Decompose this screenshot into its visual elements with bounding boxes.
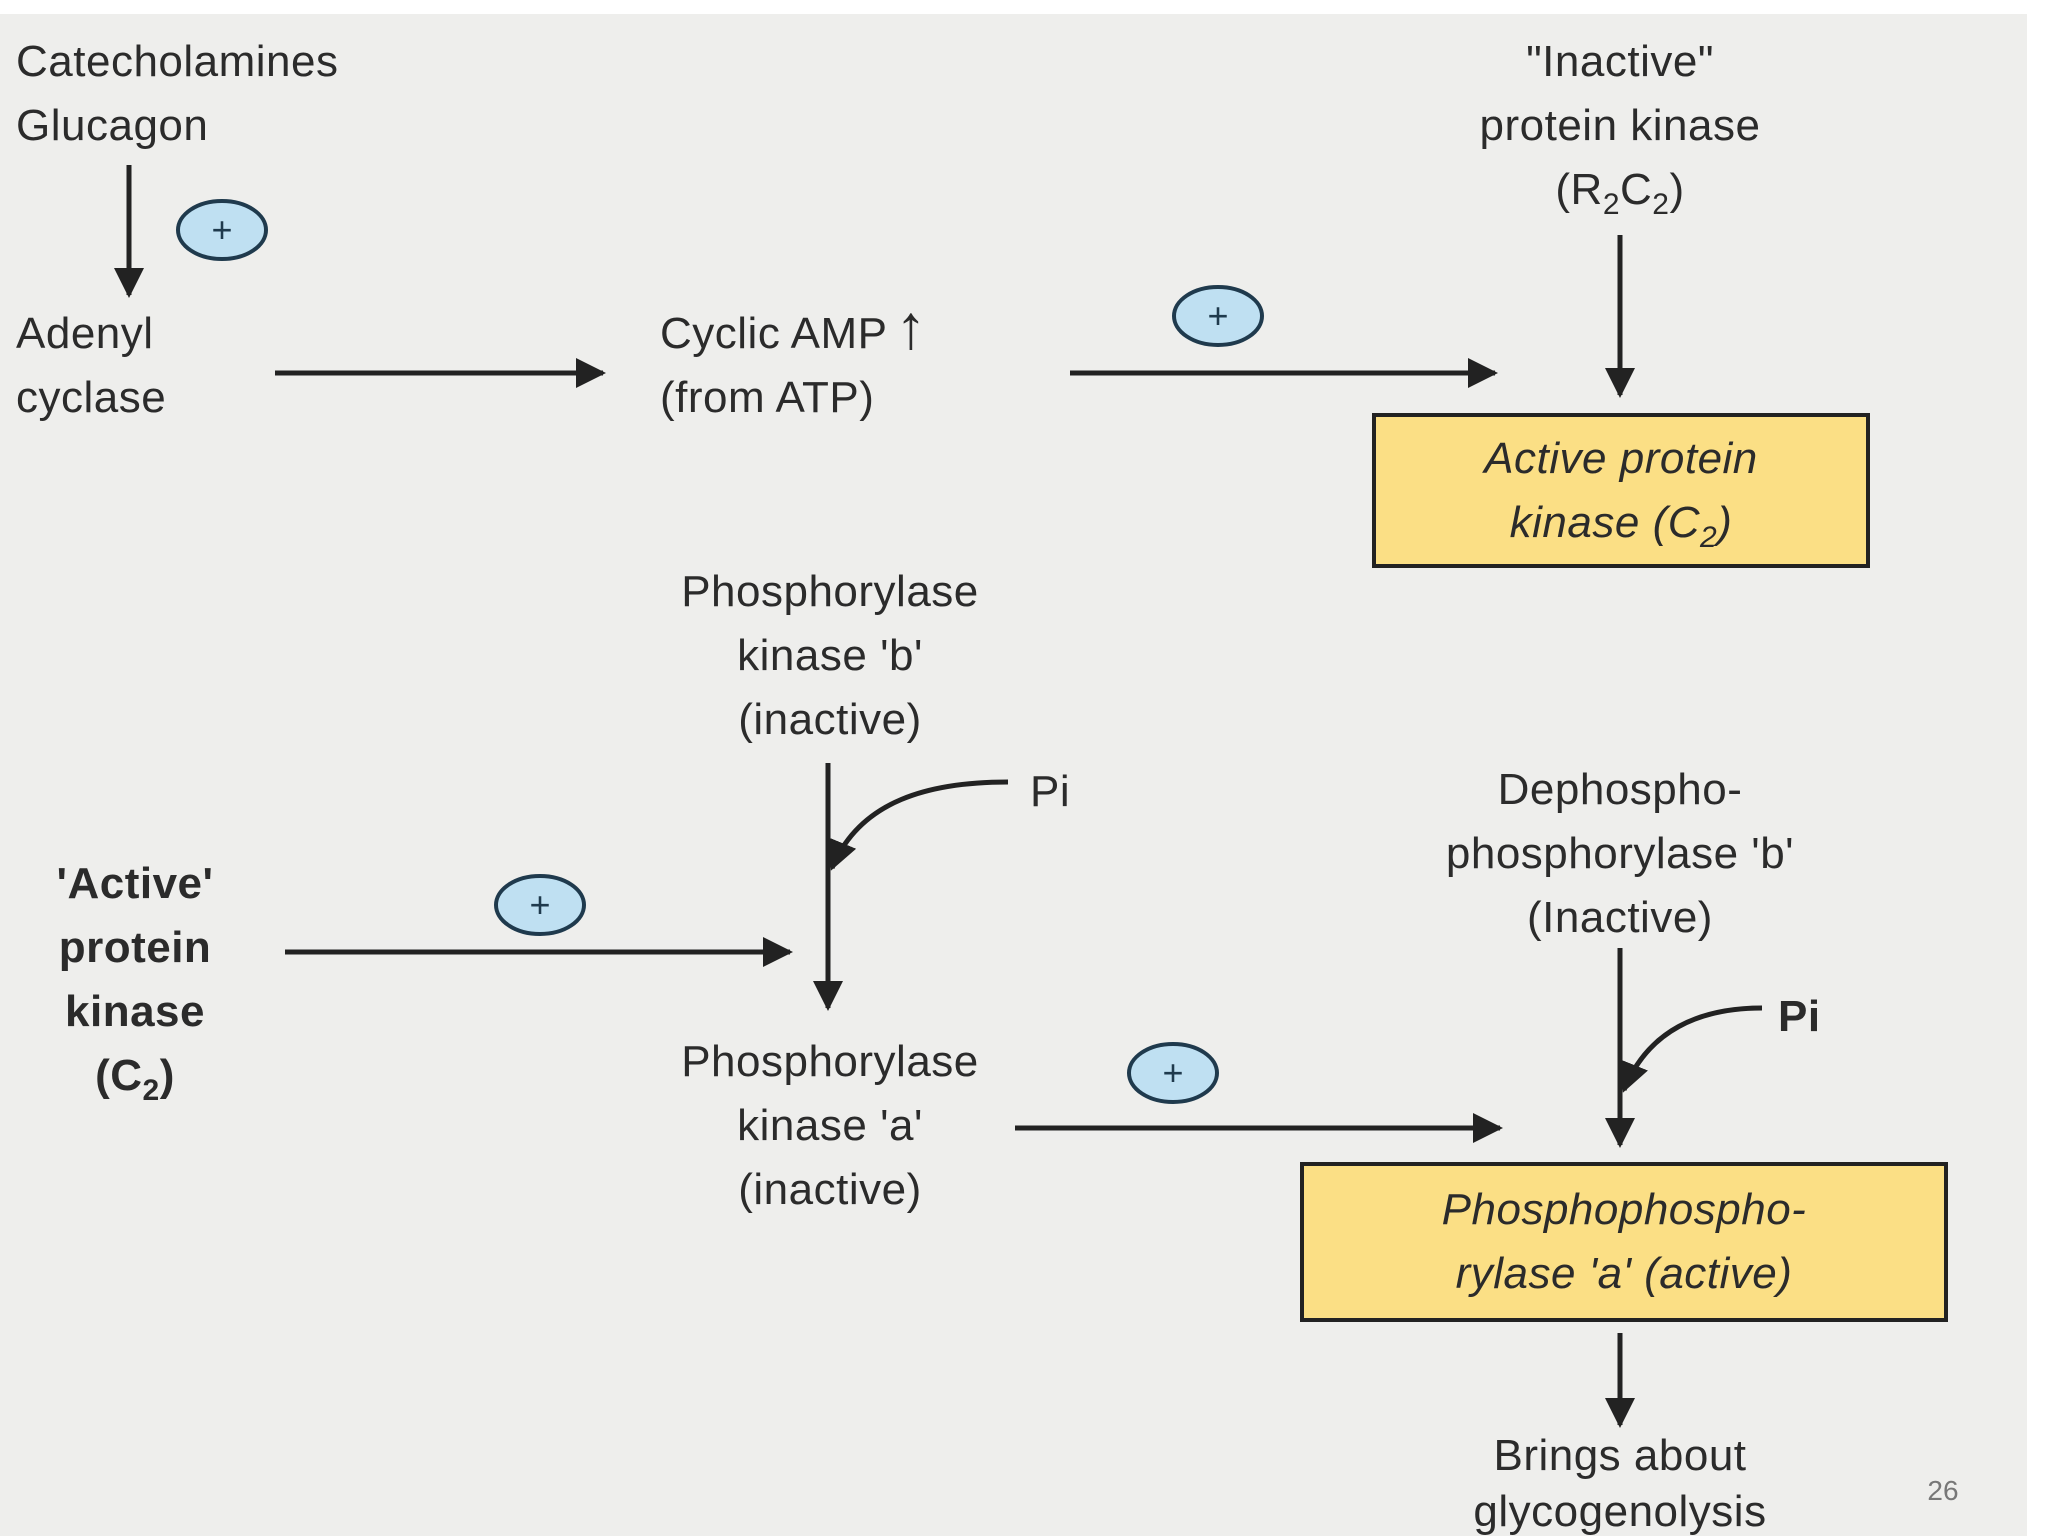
- node-glycogenolysis: Brings about glycogenolysis: [1473, 1431, 1767, 1536]
- plus-icon: +: [176, 199, 268, 261]
- label-pi-lower: Pi: [1778, 992, 1821, 1041]
- plus-symbols: + + + +: [176, 199, 1264, 1104]
- node-cyclic-amp: Cyclic AMP↑ (from ATP): [660, 293, 927, 423]
- arrow-pi-upper: [828, 779, 1009, 871]
- page-number: 26: [1927, 1475, 1959, 1506]
- plus-icon: +: [1127, 1042, 1219, 1104]
- box-active-protein-kinase: Active protein kinase (C2): [1372, 413, 1870, 568]
- plus-icon: +: [494, 874, 586, 936]
- box-phosphophosphorylase-a: Phosphophospho- rylase 'a' (active): [1300, 1162, 1948, 1322]
- up-arrow-icon: ↑: [895, 293, 927, 362]
- node-phosphorylase-kinase-b: Phosphorylase kinase 'b' (inactive): [681, 567, 979, 744]
- node-phosphorylase-kinase-a: Phosphorylase kinase 'a' (inactive): [681, 1037, 979, 1214]
- svg-text:+: +: [529, 884, 550, 925]
- plus-icon: +: [1172, 285, 1264, 347]
- node-inactive-protein-kinase: "Inactive" protein kinase (R2C2): [1479, 37, 1761, 221]
- label-glucagon: Glucagon: [16, 101, 209, 150]
- svg-text:+: +: [1162, 1052, 1183, 1093]
- node-hormones: Catecholamines Glucagon: [16, 30, 339, 158]
- svg-text:+: +: [1207, 295, 1228, 336]
- node-active-protein-kinase-left: 'Active' protein kinase (C2): [56, 859, 214, 1107]
- arrow-pi-lower: [1620, 1005, 1763, 1093]
- label-catecholamines: Catecholamines: [16, 37, 339, 86]
- label-pi-upper: Pi: [1030, 767, 1071, 816]
- node-adenyl-cyclase: Adenyl cyclase: [16, 309, 167, 422]
- node-dephospho-phosphorylase-b: Dephospho- phosphorylase 'b' (Inactive): [1445, 765, 1795, 942]
- svg-text:+: +: [211, 209, 232, 250]
